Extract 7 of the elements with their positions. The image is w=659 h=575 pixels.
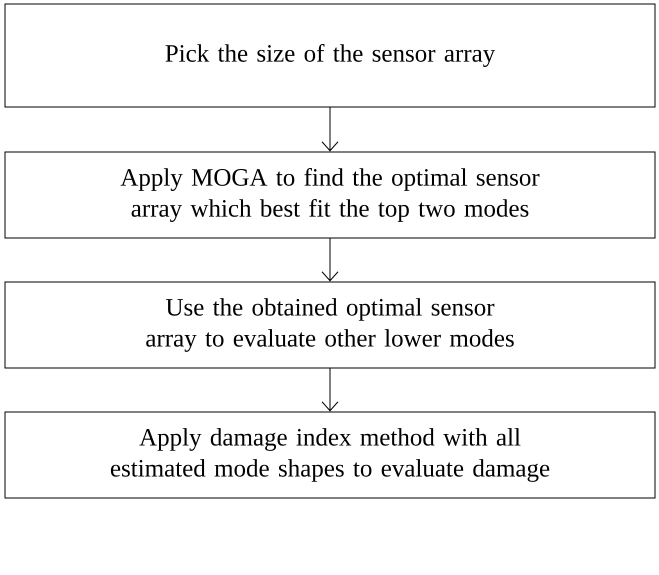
process-box: Apply MOGA to find the optimal sensor array which best fit the top two modes — [4, 152, 656, 238]
arrow — [322, 107, 338, 152]
process-box: Pick the size of the sensor array — [4, 4, 656, 108]
process-box: Apply damage index method with all estimated mode shapes to evaluate damage — [4, 412, 656, 498]
process-box: Use the obtained optimal sensor array to evaluate other lower modes — [4, 282, 656, 368]
arrow — [322, 368, 338, 412]
arrow — [322, 238, 338, 282]
